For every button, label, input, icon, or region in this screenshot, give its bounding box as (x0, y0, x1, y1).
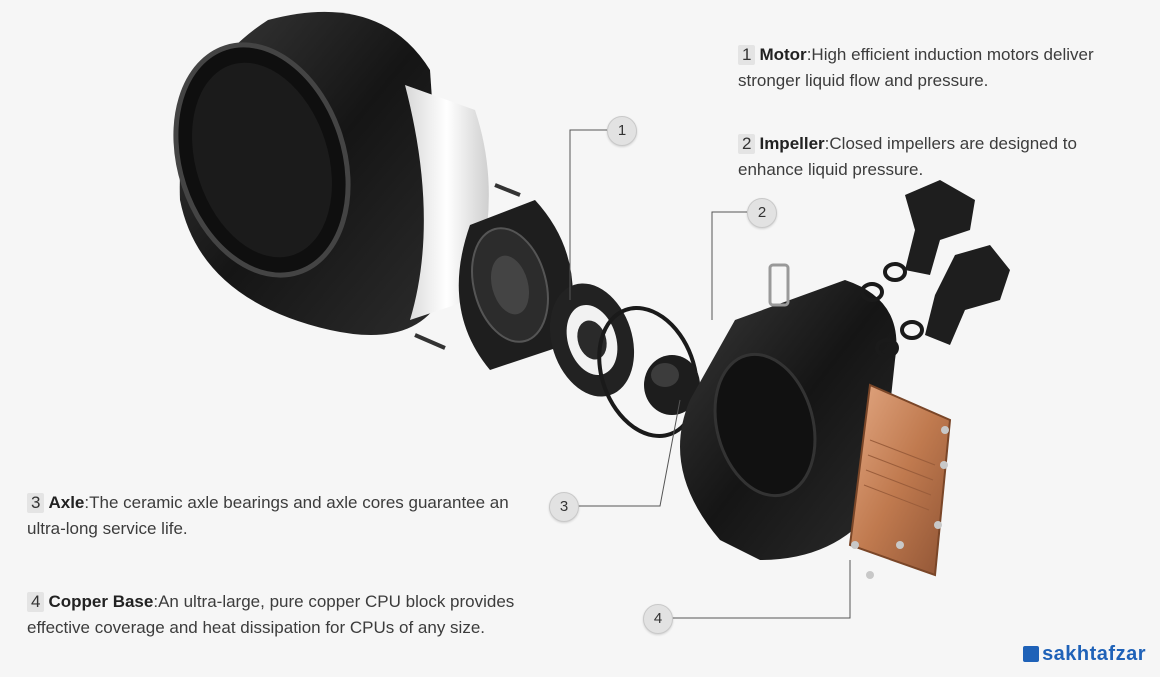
callout-number: 2 (738, 134, 756, 154)
badge-impeller: 2 (747, 198, 777, 228)
pump-body (680, 263, 897, 560)
callout-title: Impeller (759, 134, 825, 153)
badge-copper-base: 4 (643, 604, 673, 634)
callout-title: Copper Base (48, 592, 154, 611)
badge-motor: 1 (607, 116, 637, 146)
callout-text: High efficient induction motors deliver … (738, 45, 1094, 90)
motor-stator (458, 200, 573, 370)
callout-title: Axle (48, 493, 85, 512)
o-ring (597, 306, 699, 438)
callout-text: Closed impellers are designed to enhance… (738, 134, 1077, 179)
callout-number: 3 (27, 493, 45, 513)
impeller (549, 283, 635, 397)
callout-number: 4 (27, 592, 45, 612)
copper-base (848, 383, 952, 579)
logo-mark-icon (1023, 646, 1040, 662)
callout-text: An ultra-large, pure copper CPU block pr… (27, 592, 515, 637)
fittings (860, 180, 1010, 358)
callout-text: The ceramic axle bearings and axle cores… (27, 493, 509, 538)
retaining-clip (768, 263, 790, 307)
callout-number: 1 (738, 45, 756, 65)
watermark-text: sakhtafzar (1042, 643, 1146, 665)
axle (644, 355, 700, 415)
watermark-logo: sakhtafzar (1023, 643, 1146, 666)
motor-housing (173, 11, 521, 350)
leader-lines (569, 129, 851, 619)
badge-axle: 3 (549, 492, 579, 522)
callout-title: Motor (759, 45, 807, 64)
